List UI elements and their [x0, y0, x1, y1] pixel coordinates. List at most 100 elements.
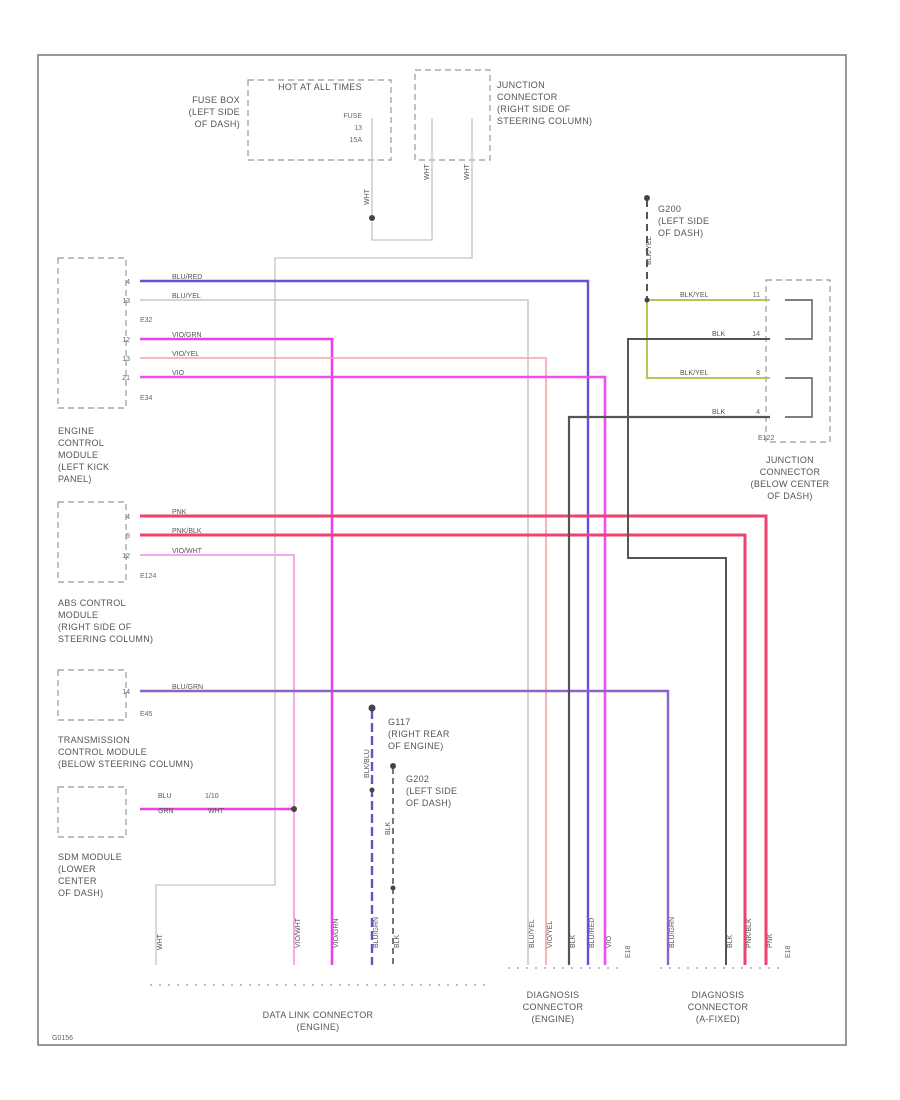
svg-text:4: 4 — [126, 279, 130, 286]
abs-label-2: MODULE — [58, 610, 98, 620]
sdm-label-2: (LOWER — [58, 864, 96, 874]
junction-right-connector: E122 — [758, 435, 774, 442]
sdm-label-4: OF DASH) — [58, 888, 103, 898]
junction-right-label-1: JUNCTION — [766, 455, 814, 465]
svg-text:11: 11 — [753, 292, 760, 299]
g200-wire-label: BLK/YEL — [646, 236, 653, 265]
diagram-frame — [37, 54, 847, 1046]
dlc-wire-labels: WHT VIO/WHT VIO/GRN BLU/GRN BLK — [157, 917, 401, 950]
sdm-wire-top: BLU — [158, 793, 172, 800]
sdm-outline — [57, 786, 127, 838]
junction-right-label-3: (BELOW CENTER — [751, 479, 830, 489]
ecm-wire-labels: 4 BLU/RED 13 BLU/YEL 12 VIO/GRN 13 VIO/Y… — [122, 274, 202, 382]
svg-text:BLK: BLK — [727, 934, 734, 948]
g202-label-1: G202 — [406, 774, 429, 784]
wire-pnk — [140, 514, 768, 965]
wire-blu-red — [140, 279, 590, 965]
abs-label-3: (RIGHT SIDE OF — [58, 622, 132, 632]
wires — [140, 118, 813, 965]
wire-vio — [140, 375, 607, 965]
svg-text:BLK: BLK — [570, 934, 577, 948]
svg-text:BLU/RED: BLU/RED — [589, 918, 596, 948]
ecm-outline — [57, 257, 127, 409]
abs-label-4: STEERING COLUMN) — [58, 634, 153, 644]
svg-text:BLU/GRN: BLU/GRN — [373, 917, 380, 948]
wire-label-fuse-wht: WHT — [364, 188, 371, 205]
wire-vio-grn — [140, 337, 334, 965]
dlc-label-1: DATA LINK CONNECTOR — [263, 1010, 374, 1020]
svg-text:VIO/GRN: VIO/GRN — [172, 332, 202, 339]
diag-fixed-label-1: DIAGNOSIS — [692, 990, 745, 1000]
diag-engine-label-1: DIAGNOSIS — [527, 990, 580, 1000]
ecm-label-2: CONTROL — [58, 438, 104, 448]
svg-text:BLU/RED: BLU/RED — [172, 274, 202, 281]
ecm-label-4: (LEFT KICK — [58, 462, 109, 472]
svg-text:VIO/WHT: VIO/WHT — [295, 917, 302, 948]
svg-text:VIO/YEL: VIO/YEL — [172, 351, 199, 358]
wire-label-jc-wht-1: WHT — [424, 163, 431, 180]
junction-top-label-1: JUNCTION — [497, 80, 545, 90]
fuse-box-label-2: (LEFT SIDE — [189, 107, 240, 117]
g202-label-3: OF DASH) — [406, 798, 451, 808]
fuse-label: FUSE — [343, 113, 362, 120]
wire-vio-yel — [140, 357, 547, 965]
svg-text:WHT: WHT — [157, 933, 164, 950]
junction-right-label-4: OF DASH) — [767, 491, 812, 501]
abs-outline — [57, 501, 127, 583]
diag-fixed-label-3: (A-FIXED) — [696, 1014, 740, 1024]
sdm-label-3: CENTER — [58, 876, 97, 886]
footer-code: G0156 — [52, 1035, 73, 1042]
sdm-wire-top-pin: 1/10 — [205, 793, 219, 800]
svg-text:12: 12 — [122, 337, 130, 344]
fuse-box-label-1: FUSE BOX — [192, 95, 240, 105]
tcm-connector: E45 — [140, 711, 153, 718]
abs-label-1: ABS CONTROL — [58, 598, 126, 608]
dlc-label-2: (ENGINE) — [297, 1022, 340, 1032]
fuse-box-outline — [247, 79, 392, 161]
diag-engine-connector: E18 — [625, 945, 632, 958]
ecm-label-5: PANEL) — [58, 474, 92, 484]
diag-fixed-connector: E18 — [785, 945, 792, 958]
svg-text:PNK: PNK — [767, 933, 774, 948]
svg-text:VIO: VIO — [172, 370, 185, 377]
junction-top-outline — [414, 69, 491, 161]
svg-text:PNK: PNK — [172, 509, 187, 516]
svg-text:VIO: VIO — [606, 935, 613, 948]
tcm-pin: 14 — [122, 689, 130, 696]
junction-right-label-2: CONNECTOR — [760, 467, 821, 477]
diag-engine-wire-labels: BLU/YEL VIO/YEL BLK BLU/RED VIO — [529, 918, 613, 948]
tcm-label-1: TRANSMISSION — [58, 735, 130, 745]
tcm-label-3: (BELOW STEERING COLUMN) — [58, 759, 193, 769]
junction-top-label-2: CONNECTOR — [497, 92, 558, 102]
abs-wire-labels: 4 PNK 5 PNK/BLK 12 VIO/WHT — [122, 509, 202, 560]
svg-text:12: 12 — [122, 553, 130, 560]
wire-blu-grn — [140, 689, 670, 965]
svg-text:BLK/YEL: BLK/YEL — [680, 370, 709, 377]
splice-dots — [291, 195, 650, 891]
svg-text:13: 13 — [122, 356, 130, 363]
wire-vio-wht — [140, 554, 295, 965]
junction-right-wire-labels: BLK/YEL 11 BLK 14 BLK/YEL 8 BLK 4 — [680, 292, 760, 416]
wire-blu-yel — [140, 299, 529, 965]
tcm-label-2: CONTROL MODULE — [58, 747, 147, 757]
svg-text:BLK: BLK — [712, 409, 726, 416]
svg-text:BLK/YEL: BLK/YEL — [680, 292, 709, 299]
g200-label-3: OF DASH) — [658, 228, 703, 238]
svg-text:21: 21 — [122, 375, 130, 382]
junction-top-label-3: (RIGHT SIDE OF — [497, 104, 571, 114]
ecm-connector-e34: E34 — [140, 395, 153, 402]
diag-engine-label-2: CONNECTOR — [523, 1002, 584, 1012]
g117-label-1: G117 — [388, 717, 411, 727]
g117-label-3: OF ENGINE) — [388, 741, 444, 751]
svg-text:VIO/GRN: VIO/GRN — [333, 918, 340, 948]
g200-label-2: (LEFT SIDE — [658, 216, 709, 226]
svg-text:BLK: BLK — [712, 331, 726, 338]
svg-text:5: 5 — [126, 533, 130, 540]
svg-text:VIO/WHT: VIO/WHT — [172, 548, 203, 555]
fuse-box-header: HOT AT ALL TIMES — [278, 82, 362, 92]
fuse-rating: 15A — [350, 137, 363, 144]
diag-engine-label-3: (ENGINE) — [532, 1014, 575, 1024]
wire-jc-wht — [155, 118, 473, 965]
svg-text:BLU/GRN: BLU/GRN — [669, 917, 676, 948]
tcm-wire-label: BLU/GRN — [172, 684, 203, 691]
